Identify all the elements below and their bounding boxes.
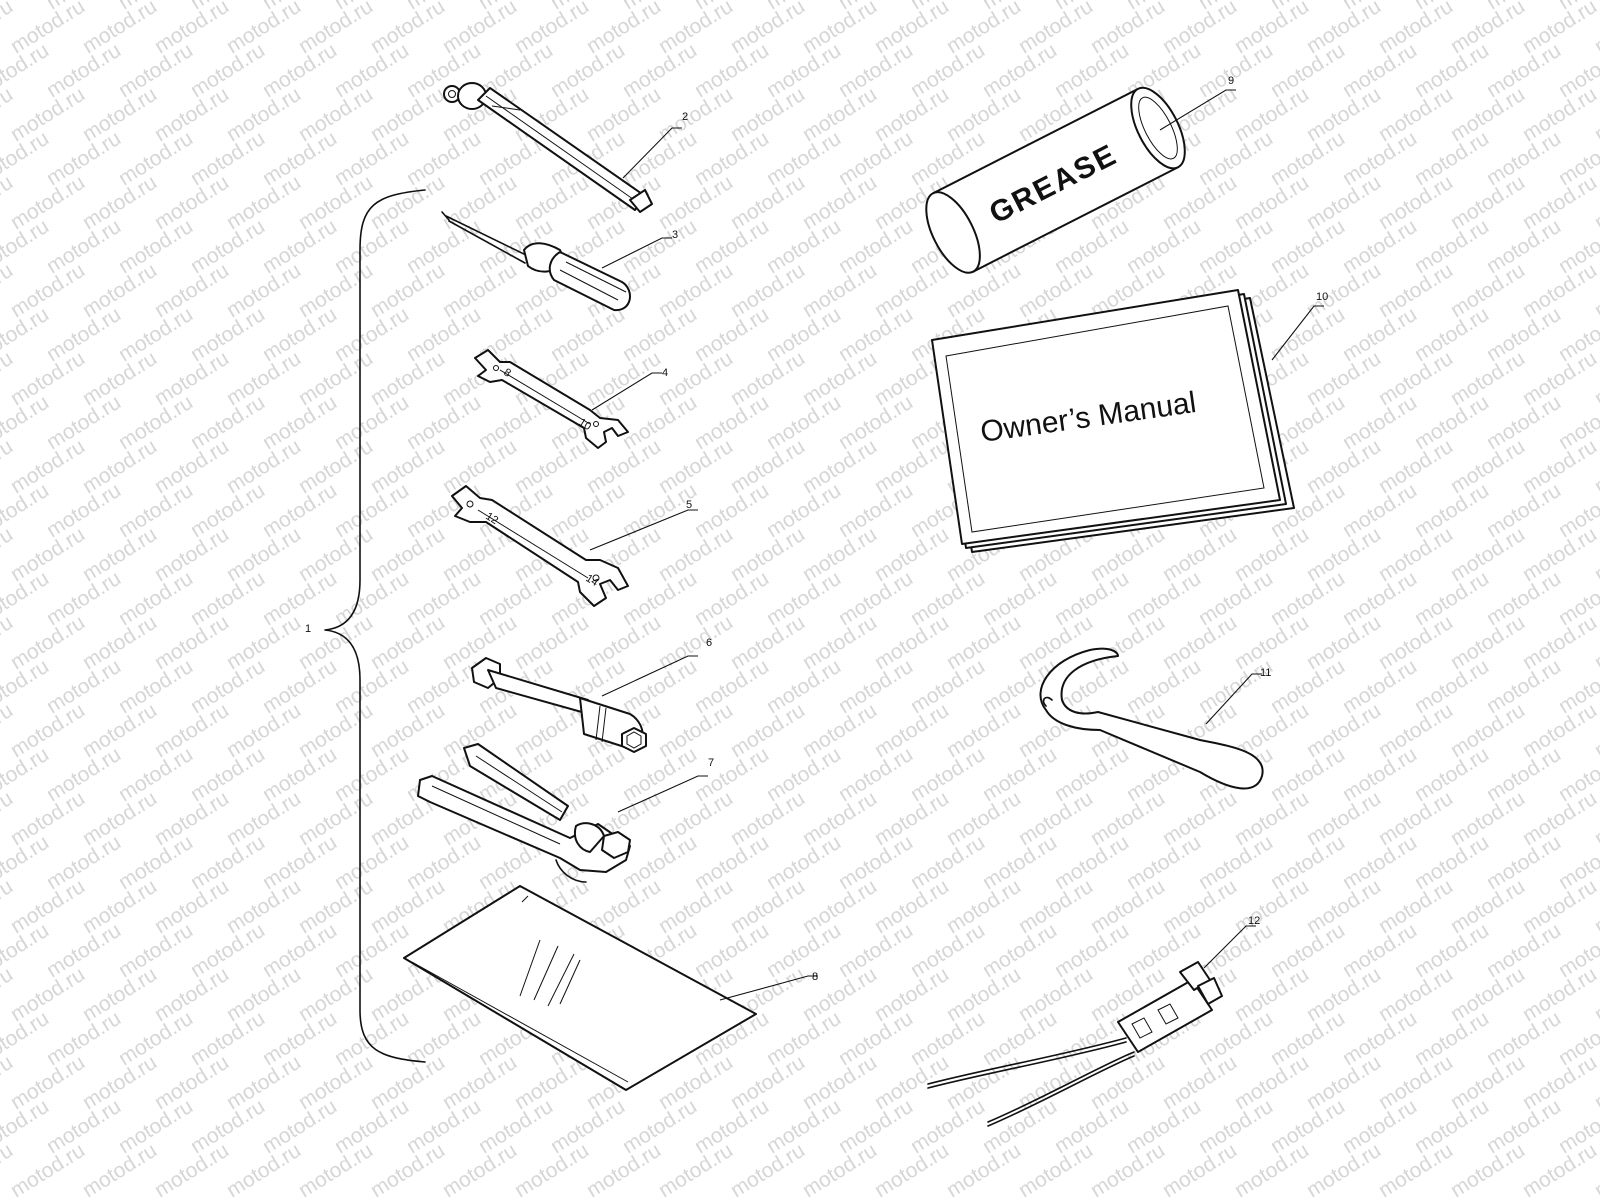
callout-11: 11 <box>1260 667 1271 679</box>
watermark-text: motod.ru <box>1518 347 1600 410</box>
callout-4: 4 <box>662 367 668 379</box>
wrench-mark-12: 12 <box>483 510 500 527</box>
open-end-wrench-8-10 <box>474 349 629 449</box>
callout-numbers: 1 2 3 4 5 6 7 8 9 10 11 12 <box>305 75 1328 983</box>
wrench-mark-10: 10 <box>576 416 593 433</box>
wrench-mark-8: 8 <box>501 366 513 379</box>
tool-bag <box>403 885 757 1091</box>
spark-plug-wrench <box>417 743 631 883</box>
watermark-text: motod.ru <box>1518 1051 1600 1114</box>
watermark-text: motod.ru <box>1518 171 1600 234</box>
callout-1: 1 <box>305 623 311 635</box>
watermark-text: motod.ru <box>1086 0 1168 58</box>
watermark-text: motod.ru <box>1518 83 1600 146</box>
watermark-text: motod.ru <box>1230 0 1312 58</box>
wrench-mark-14: 14 <box>583 572 600 589</box>
owners-manual: Owner’s Manual <box>931 289 1295 553</box>
watermark-text: motod.ru <box>222 0 304 58</box>
watermark-text: motod.ru <box>1302 0 1384 58</box>
watermark-text: motod.ru <box>366 0 448 58</box>
tire-pressure-gauge <box>443 82 653 213</box>
watermark-text: motod.ru <box>1518 787 1600 850</box>
screwdriver <box>441 211 631 312</box>
spark-plug-socket <box>471 657 647 753</box>
watermark-text: motod.ru <box>438 0 520 58</box>
watermark-text: motod.ru <box>942 0 1024 58</box>
watermark-text: motod.ru <box>6 0 88 58</box>
watermark-text: motod.ru <box>1518 963 1600 1026</box>
watermark-text: motod.ru <box>1518 611 1600 674</box>
watermark-text: motod.ru <box>1518 435 1600 498</box>
spanner-wrench <box>1039 647 1264 790</box>
watermark-text: motod.ru <box>294 0 376 58</box>
watermark-text: motod.ru <box>654 0 736 58</box>
wire-connector <box>927 961 1223 1127</box>
callout-5: 5 <box>686 499 692 511</box>
callout-3: 3 <box>672 229 678 241</box>
callout-9: 9 <box>1228 75 1234 87</box>
watermark-text: motod.ru <box>1518 875 1600 938</box>
watermark-text: motod.ru <box>1518 523 1600 586</box>
watermark-text: motod.ru <box>1518 259 1600 322</box>
watermark-text: motod.ru <box>510 0 592 58</box>
watermark-text: motod.ru <box>870 0 952 58</box>
watermark-text: motod.ru <box>78 0 160 58</box>
watermark-text: motod.ru <box>1518 699 1600 762</box>
watermark-text: motod.ru <box>1158 0 1240 58</box>
callout-12: 12 <box>1248 915 1260 927</box>
callout-8: 8 <box>812 971 818 983</box>
callout-7: 7 <box>708 757 714 769</box>
watermark-text: motod.ru <box>1014 0 1096 58</box>
tool-kit-bracket <box>324 189 426 1063</box>
callout-6: 6 <box>706 637 712 649</box>
watermark-text: motod.ru <box>726 0 808 58</box>
watermark-text: motod.ru <box>1446 0 1528 58</box>
watermark-text: motod.ru <box>1374 0 1456 58</box>
callout-10: 10 <box>1316 291 1328 303</box>
watermark-text: motod.ru <box>582 0 664 58</box>
watermark-text: motod.ru <box>798 0 880 58</box>
callout-2: 2 <box>682 111 688 123</box>
watermark-text: motod.ru <box>150 0 232 58</box>
open-end-wrench-12-14 <box>451 485 629 607</box>
